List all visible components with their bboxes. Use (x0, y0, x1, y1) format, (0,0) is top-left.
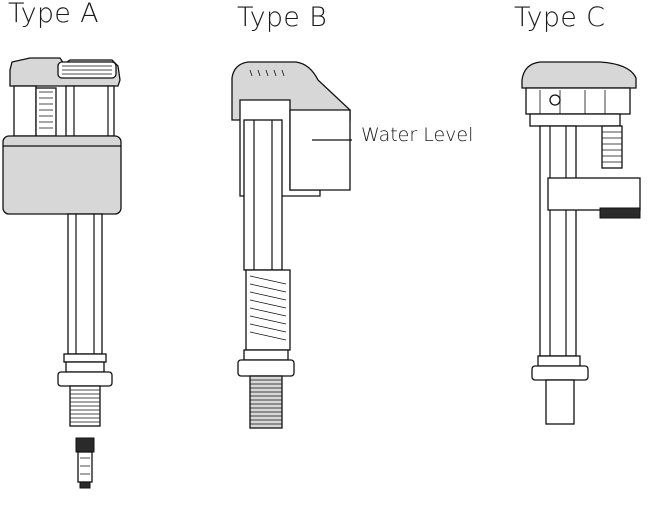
type-c-collar (529, 113, 621, 127)
type-a-label: Type A (8, 0, 99, 29)
type-b-float (289, 109, 351, 191)
type-c-tube (539, 125, 577, 357)
fill-valve-type-b (231, 61, 352, 429)
type-a-lock-nut (57, 371, 113, 387)
type-c-spring (601, 125, 623, 169)
type-c-ring (537, 355, 581, 367)
type-c-shank (545, 379, 575, 425)
type-a-right-column (65, 85, 115, 137)
type-c-lock-nut (531, 365, 589, 381)
type-b-tube (243, 119, 283, 271)
type-c-float-clip (599, 207, 641, 219)
type-a-float-cup (2, 135, 122, 215)
type-a-left-column (13, 85, 37, 137)
type-b-ring (243, 349, 289, 361)
fill-valve-type-a (2, 57, 122, 489)
type-a-filter-body (77, 451, 93, 483)
type-c-valve-body (525, 87, 631, 115)
type-a-stem (67, 213, 103, 355)
type-c-float (547, 177, 641, 211)
type-b-threaded-shank (249, 375, 283, 429)
water-level-label: Water Level (361, 124, 474, 146)
type-b-filter-section (245, 269, 291, 351)
type-a-ring-1 (63, 353, 107, 363)
fill-valve-type-c (521, 61, 641, 425)
type-a-ring-2 (65, 361, 105, 373)
type-a-filter-cap (75, 437, 95, 453)
type-c-head (521, 61, 637, 89)
type-c-label: Type C (514, 2, 606, 33)
type-c-pivot (549, 94, 561, 106)
type-b-label: Type B (237, 2, 328, 33)
type-a-mid-column (35, 87, 57, 137)
type-a-filter-tip (79, 481, 91, 489)
type-b-lock-nut (237, 359, 295, 377)
